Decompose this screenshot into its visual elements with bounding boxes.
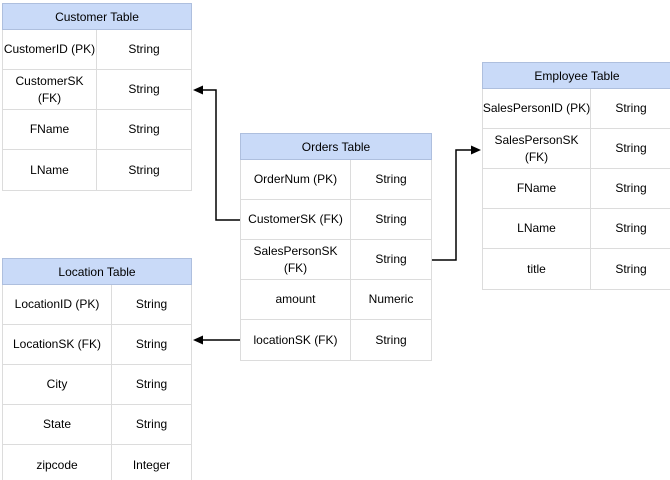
field-name: CustomerID (PK) — [3, 30, 97, 69]
field-type: String — [135, 337, 168, 352]
field-name: LName — [3, 150, 97, 190]
location-table: Location Table LocationID (PK) String Lo… — [2, 258, 192, 480]
employee-table: Employee Table SalesPersonID (PK) String… — [482, 62, 670, 290]
table-row: locationSK (FK) String — [241, 320, 431, 360]
field-type: String — [135, 297, 168, 312]
orders-table: Orders Table OrderNum (PK) String Custom… — [240, 133, 432, 361]
table-row: CustomerID (PK) String — [3, 30, 191, 70]
arrowhead-right-icon — [471, 145, 481, 155]
table-row: CustomerSK (FK) String — [3, 70, 191, 110]
table-row: LocationID (PK) String — [3, 285, 191, 325]
field-type: Numeric — [368, 292, 414, 307]
field-name: amount — [241, 280, 351, 319]
field-name: LName — [483, 209, 591, 248]
field-name: FName — [3, 110, 97, 149]
table-row: amount Numeric — [241, 280, 431, 320]
employee-table-title: Employee Table — [482, 62, 670, 89]
table-row: SalesPersonSK (FK) String — [483, 129, 670, 169]
customer-table: Customer Table CustomerID (PK) String Cu… — [2, 3, 192, 191]
field-name: zipcode — [3, 445, 112, 480]
table-row: City String — [3, 365, 191, 405]
table-row: title String — [483, 249, 670, 289]
table-row: LName String — [3, 150, 191, 190]
field-name: City — [3, 365, 112, 404]
table-row: LName String — [483, 209, 670, 249]
field-type: String — [375, 252, 407, 267]
customer-table-title: Customer Table — [2, 3, 192, 30]
field-type: String — [615, 141, 647, 156]
arrowhead-left-icon — [193, 85, 203, 95]
field-type: String — [615, 261, 647, 276]
field-type: String — [615, 181, 647, 196]
field-name: SalesPersonSK (FK) — [241, 240, 351, 279]
location-table-body: LocationID (PK) String LocationSK (FK) S… — [2, 285, 192, 480]
field-type: String — [375, 332, 407, 347]
field-type: String — [128, 122, 160, 137]
field-name: title — [483, 249, 591, 289]
table-row: zipcode Integer — [3, 445, 191, 480]
table-row: OrderNum (PK) String — [241, 160, 431, 200]
field-type: String — [135, 417, 168, 432]
field-type: String — [615, 101, 647, 116]
table-row: SalesPersonID (PK) String — [483, 89, 670, 129]
arrowhead-left-icon — [193, 335, 203, 345]
field-name: CustomerSK (FK) — [3, 70, 97, 109]
table-row: CustomerSK (FK) String — [241, 200, 431, 240]
table-row: LocationSK (FK) String — [3, 325, 191, 365]
connector-orders-location — [193, 335, 240, 345]
table-row: SalesPersonSK (FK) String — [241, 240, 431, 280]
table-row: FName String — [3, 110, 191, 150]
field-type: String — [615, 221, 647, 236]
field-type: String — [135, 377, 168, 392]
field-name: FName — [483, 169, 591, 208]
field-type: String — [375, 212, 407, 227]
field-type: String — [128, 162, 160, 177]
connector-orders-customer — [193, 85, 240, 221]
field-name: LocationSK (FK) — [3, 325, 112, 364]
field-name: OrderNum (PK) — [241, 160, 351, 199]
field-name: CustomerSK (FK) — [241, 200, 351, 239]
field-name: locationSK (FK) — [241, 320, 351, 360]
field-type: String — [375, 172, 407, 187]
field-name: LocationID (PK) — [3, 285, 112, 324]
employee-table-body: SalesPersonID (PK) String SalesPersonSK … — [482, 89, 670, 290]
connector-orders-employee — [432, 145, 481, 261]
orders-table-title: Orders Table — [240, 133, 432, 160]
field-name: SalesPersonID (PK) — [483, 89, 591, 128]
field-name: SalesPersonSK (FK) — [483, 129, 591, 168]
table-row: State String — [3, 405, 191, 445]
field-type: String — [128, 42, 160, 57]
field-name: State — [3, 405, 112, 444]
customer-table-body: CustomerID (PK) String CustomerSK (FK) S… — [2, 30, 192, 191]
field-type: String — [128, 82, 160, 97]
field-type: Integer — [132, 457, 171, 472]
orders-table-body: OrderNum (PK) String CustomerSK (FK) Str… — [240, 160, 432, 361]
table-row: FName String — [483, 169, 670, 209]
location-table-title: Location Table — [2, 258, 192, 285]
